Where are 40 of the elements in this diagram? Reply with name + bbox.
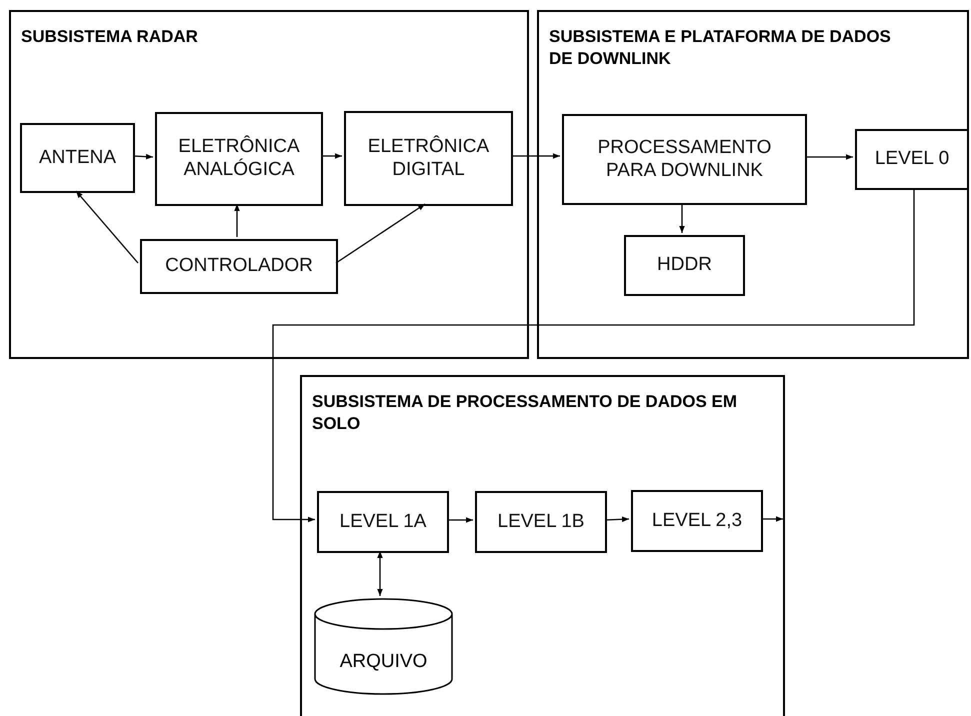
process-box [475,491,607,553]
subsystem-panel [300,375,785,716]
subsystem-panel [537,10,969,359]
process-box [624,235,745,296]
process-box [317,491,449,553]
arrow [76,190,138,264]
arrow [234,204,240,237]
subsystem-heading: SUBSISTEMA RADAR [21,26,198,48]
node-label: LEVEL 1B [498,510,584,534]
node-label: ELETRÔNICA ANALÓGICA [177,136,301,182]
arrow [447,517,473,523]
node-label: LEVEL 0 [874,148,950,171]
node-label: LEVEL 1A [340,510,426,534]
arrow [321,153,342,159]
arrow [377,551,383,596]
subsystem-heading: SUBSISTEMA DE PROCESSAMENTO DE DADOS EM SOLO [312,391,738,436]
arrow [761,516,783,522]
process-box [344,111,513,206]
node-label: ARQUIVO [340,650,428,672]
arrow [511,153,560,159]
process-box [562,114,807,205]
node-label: ANTENA [38,146,116,170]
process-box [855,129,969,190]
subsystem-heading: SUBSISTEMA E PLATAFORMA DE DADOS DE DOWNLINK [549,26,892,70]
process-box [155,112,323,206]
node-label: PROCESSAMENTO PARA DOWNLINK [596,136,772,182]
subsystem-panel [9,10,529,359]
arrow [604,516,630,522]
node-label: ELETRÔNICA DIGITAL [366,136,490,182]
node-label: CONTROLADOR [165,255,313,278]
process-box [631,490,763,552]
process-box [20,123,135,193]
arrow [272,188,915,522]
node-label: HDDR [657,254,712,277]
arrow [679,203,685,233]
process-box [140,239,338,294]
arrow [805,154,853,160]
arrow [132,154,154,160]
node-label: LEVEL 2,3 [652,510,742,532]
arrow [336,203,426,264]
